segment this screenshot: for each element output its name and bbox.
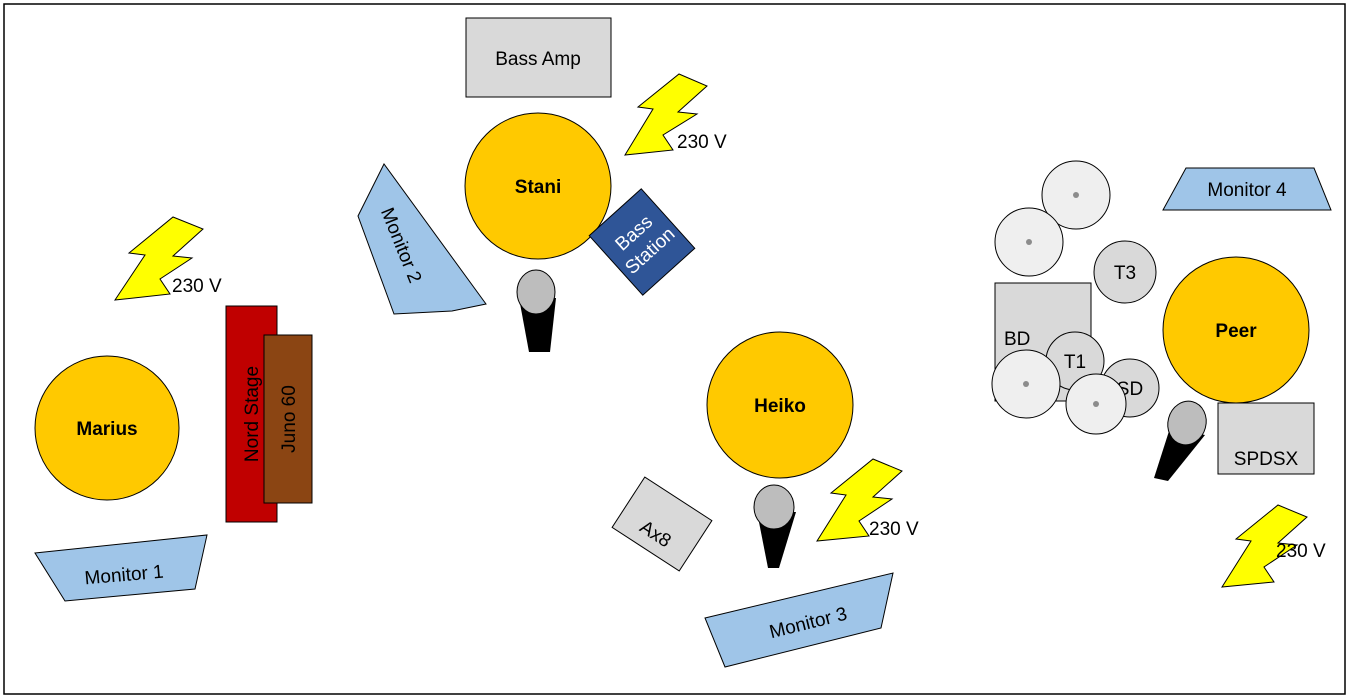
musician-marius: Marius	[34, 355, 180, 501]
bass-amp-label: Bass Amp	[495, 49, 581, 70]
power-label-stani: 230 V	[677, 132, 727, 153]
tom-3-label: T3	[1114, 263, 1136, 284]
tom-1-label: T1	[1064, 352, 1086, 373]
mic-stani	[516, 269, 556, 352]
musician-name-stani: Stani	[515, 177, 561, 198]
cymbal-left	[994, 207, 1064, 277]
monitor-3: Monitor 3	[704, 572, 894, 668]
power-label-marius: 230 V	[172, 276, 222, 297]
mic-heiko	[753, 484, 796, 568]
musician-name-heiko: Heiko	[754, 396, 806, 417]
ax8: Ax8	[611, 476, 713, 572]
musician-heiko: Heiko	[706, 331, 854, 479]
juno-60: Juno 60	[263, 334, 313, 504]
musician-stani: Stani	[464, 112, 612, 260]
spdsx: SPDSX	[1217, 402, 1315, 475]
power-outlet-marius: 230 V	[113, 216, 222, 301]
cymbal-hihat	[991, 349, 1061, 419]
musician-name-marius: Marius	[76, 419, 137, 440]
spdsx-label: SPDSX	[1234, 449, 1299, 470]
tom-3: T3	[1093, 240, 1157, 304]
power-outlet-peer: 230 V	[1221, 504, 1326, 588]
musician-peer: Peer	[1162, 256, 1310, 404]
monitor-4-label: Monitor 4	[1207, 180, 1287, 201]
power-outlet-heiko: 230 V	[816, 458, 919, 542]
monitor-4: Monitor 4	[1162, 167, 1332, 211]
power-label-peer: 230 V	[1276, 541, 1326, 562]
mic-peer	[1154, 400, 1207, 481]
cymbal-top	[1041, 160, 1111, 230]
nord-stage-label: Nord Stage	[242, 366, 263, 462]
bass-drum-label: BD	[1004, 329, 1030, 350]
power-outlet-stani: 230 V	[624, 73, 727, 156]
cymbal-ride	[1065, 373, 1127, 435]
monitor-2: Monitor 2	[357, 163, 487, 315]
monitor-1: Monitor 1	[34, 534, 208, 602]
bass-amp: Bass Amp	[465, 17, 612, 98]
bass-station: Bass Station	[588, 188, 696, 296]
power-label-heiko: 230 V	[869, 519, 919, 540]
juno-60-label: Juno 60	[279, 385, 300, 453]
musician-name-peer: Peer	[1215, 321, 1257, 342]
